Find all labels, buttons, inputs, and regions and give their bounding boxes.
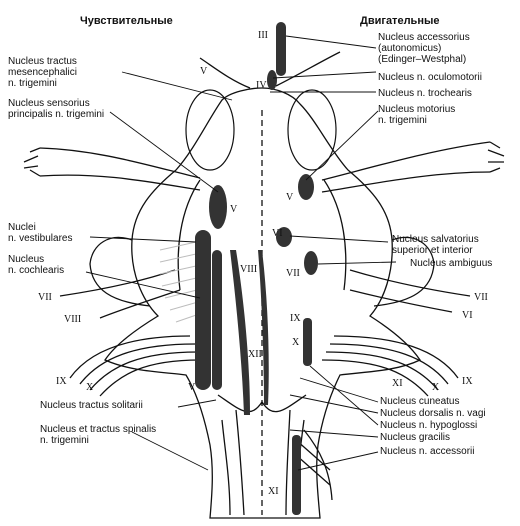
header-sensory: Чувствительные <box>80 15 173 27</box>
numeral-vii-center: VII <box>286 268 300 279</box>
numeral-v-top: V <box>200 66 208 77</box>
nucleus-hypoglossi <box>303 318 312 366</box>
obex-contour <box>217 394 307 413</box>
label-hypoglossi: Nucleus n. hypoglossi <box>380 420 478 431</box>
leader-lines <box>85 35 397 471</box>
numeral-v-lower: V <box>188 382 196 393</box>
numeral-viii-left: VIII <box>64 314 82 325</box>
nerve-x-right <box>325 351 439 391</box>
nerve-vii-left <box>59 269 176 297</box>
nucleus-vestibular-column <box>195 230 211 390</box>
numeral-vi: VI <box>272 228 283 239</box>
vestibular-hatch <box>159 239 206 323</box>
right-colliculus <box>287 89 337 171</box>
nucleus-motorius <box>298 174 314 200</box>
label-ambiguus: Nucleus ambiguus <box>410 258 493 269</box>
spinal-tract-fibres <box>221 419 231 516</box>
nerve-iii-left <box>199 57 251 89</box>
label-cuneatus: Nucleus cuneatus <box>380 396 460 407</box>
label-vestibular: Nuclei n. vestibulares <box>8 222 73 244</box>
label-accessorius: Nucleus accessorius (autonomicus) (Eding… <box>378 32 470 65</box>
numeral-xi-right: XI <box>392 378 403 389</box>
nerve-viii-left <box>99 289 181 319</box>
numeral-ix-left: IX <box>56 376 67 387</box>
numeral-x-left: X <box>86 382 94 393</box>
numeral-iv: IV <box>256 80 267 91</box>
numeral-v-left: V <box>230 204 238 215</box>
label-accessorii: Nucleus n. accessorii <box>380 446 475 457</box>
label-gracilis: Nucleus gracilis <box>380 432 451 443</box>
numeral-x-center: X <box>292 337 300 348</box>
numeral-xi-bottom: XI <box>268 486 279 497</box>
label-mesencephalic: Nucleus tractus mesencephalici n. trigem… <box>8 56 77 89</box>
numeral-viii-center: VIII <box>240 264 258 275</box>
numeral-v-right: V <box>286 192 294 203</box>
nucleus-sensorius <box>209 185 227 229</box>
numeral-vii-right: VII <box>474 292 488 303</box>
numeral-ix-right: IX <box>462 376 473 387</box>
numeral-vii-left: VII <box>38 292 52 303</box>
nerve-x-left <box>89 351 199 391</box>
label-spinalis: Nucleus et tractus spinalis n. trigemini <box>40 424 157 446</box>
right-lobe <box>373 236 435 307</box>
nerve-vi-right <box>349 289 453 313</box>
numeral-x-right: X <box>432 382 440 393</box>
nerve-vii-right <box>349 269 471 297</box>
numeral-vi-right: VI <box>462 310 473 321</box>
nucleus-accessorius <box>276 22 286 76</box>
label-motorius: Nucleus motorius n. trigemini <box>378 104 456 126</box>
nucleus-salivatorius <box>304 251 318 275</box>
nerve-ix-left <box>69 335 191 379</box>
nuclei <box>195 22 318 515</box>
left-lobe <box>89 236 151 307</box>
nucleus-central <box>258 250 269 405</box>
nucleus-dorsal-vagus <box>230 250 250 415</box>
numeral-xii: XII <box>248 349 262 360</box>
nucleus-solitarius-column <box>212 250 222 390</box>
label-salivatorius: Nucleus salvatorius superior et interior <box>392 234 479 256</box>
left-trigeminal-nerve <box>39 147 201 179</box>
inner-contour-left <box>177 179 201 291</box>
label-vagi: Nucleus dorsalis n. vagi <box>380 408 486 419</box>
left-colliculus <box>185 89 235 171</box>
inner-contour-right <box>323 179 347 291</box>
numeral-ix-center: IX <box>290 313 301 324</box>
nerve-xi <box>303 429 333 501</box>
nerve-iii-right <box>275 51 341 87</box>
label-sensorius-principalis: Nucleus sensorius principalis n. trigemi… <box>8 98 105 120</box>
label-trochlearis: Nucleus n. trochearis <box>378 88 472 99</box>
label-solitarii: Nucleus tractus solitarii <box>40 400 143 411</box>
header-motor: Двигательные <box>360 15 440 27</box>
label-oculomotorii: Nucleus n. oculomotorii <box>378 72 482 83</box>
nucleus-accessorii <box>292 435 301 515</box>
nerve-ix-right <box>333 335 459 379</box>
nucleus-vi <box>276 227 292 247</box>
numeral-iii: III <box>258 30 268 41</box>
label-cochlear: Nucleus n. cochlearis <box>8 254 65 276</box>
nucleus-oculomotorii <box>267 70 277 90</box>
right-trigeminal-nerve <box>321 171 491 193</box>
